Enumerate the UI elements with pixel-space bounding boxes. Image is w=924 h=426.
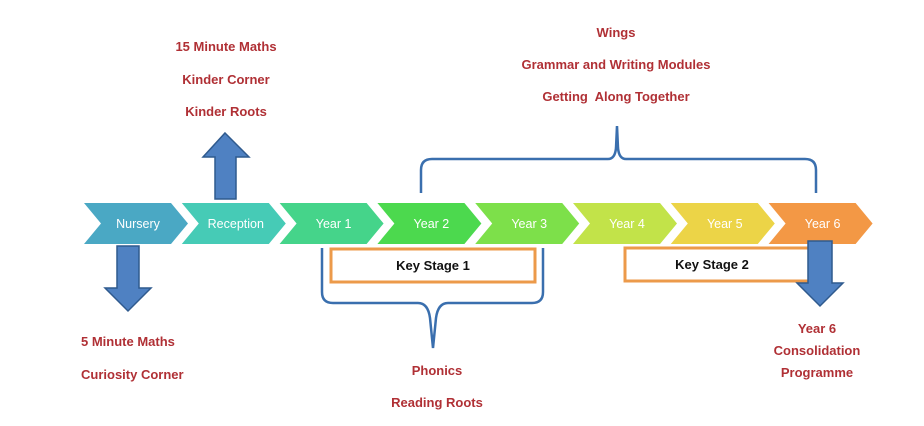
resource-label: Kinder Corner — [182, 72, 269, 87]
chevron-shape — [181, 203, 286, 244]
stage-label: Nursery — [116, 217, 161, 231]
chevron-shape — [573, 203, 677, 244]
key-stage-2-box: Key Stage 2 — [623, 246, 814, 283]
stage-label: Year 4 — [609, 217, 645, 231]
resource-label: Phonics — [412, 363, 463, 378]
ks1-resources: Phonics Reading Roots — [391, 363, 483, 410]
stage-chevron-year-3: Year 3 — [475, 203, 580, 244]
resource-label: Reading Roots — [391, 395, 483, 410]
stage-label: Year 5 — [707, 217, 743, 231]
resource-label: Year 6 — [798, 321, 836, 336]
key-stage-1-label: Key Stage 1 — [396, 258, 470, 273]
resource-label: Consolidation — [774, 343, 861, 358]
resource-label: Wings — [597, 25, 636, 40]
key-stage-1-box: Key Stage 1 — [329, 247, 537, 284]
ks2-resources: Wings Grammar and Writing Modules Gettin… — [521, 25, 710, 104]
stage-chevron-year-1: Year 1 — [279, 203, 384, 244]
resource-label: Grammar and Writing Modules — [521, 57, 710, 72]
ks1-brace-icon — [320, 248, 545, 349]
chevron-shape — [84, 203, 188, 244]
stage-label: Year 2 — [414, 217, 450, 231]
stage-label: Year 3 — [511, 217, 547, 231]
resource-label: 5 Minute Maths — [81, 334, 175, 349]
reception-resources: 15 Minute Maths Kinder Corner Kinder Roo… — [175, 39, 276, 119]
key-stage-2-label: Key Stage 2 — [675, 257, 749, 272]
stage-chevrons: Nursery Reception Year 1 Year 2 Year 3 Year 4… — [84, 203, 873, 244]
stage-chevron-year-5: Year 5 — [670, 203, 775, 244]
stage-chevron-year-2: Year 2 — [377, 203, 482, 244]
resource-label: 15 Minute Maths — [175, 39, 276, 54]
chevron-shape — [279, 203, 384, 244]
chevron-shape — [768, 203, 873, 244]
resource-label: Programme — [781, 365, 853, 380]
chevron-shape — [475, 203, 580, 244]
chevron-shape — [670, 203, 775, 244]
nursery-resources: 5 Minute Maths Curiosity Corner — [81, 334, 184, 382]
stage-label: Year 6 — [805, 217, 841, 231]
stage-chevron-year-4: Year 4 — [573, 203, 677, 244]
chevron-shape — [377, 203, 482, 244]
up-arrow-icon — [201, 131, 251, 200]
stage-label: Reception — [208, 217, 264, 231]
stage-chevron-year-6: Year 6 — [768, 203, 873, 244]
resource-label: Curiosity Corner — [81, 367, 184, 382]
year6-down-arrow-icon — [795, 240, 845, 308]
stage-chevron-nursery: Nursery — [84, 203, 188, 244]
year6-resources: Year 6 Consolidation Programme — [774, 321, 861, 380]
stage-label: Year 1 — [316, 217, 352, 231]
resource-label: Kinder Roots — [185, 104, 267, 119]
stage-chevron-reception: Reception — [181, 203, 286, 244]
ks2-brace-icon — [419, 125, 818, 193]
down-arrow-icon — [103, 245, 153, 313]
resource-label: Getting Along Together — [542, 89, 689, 104]
